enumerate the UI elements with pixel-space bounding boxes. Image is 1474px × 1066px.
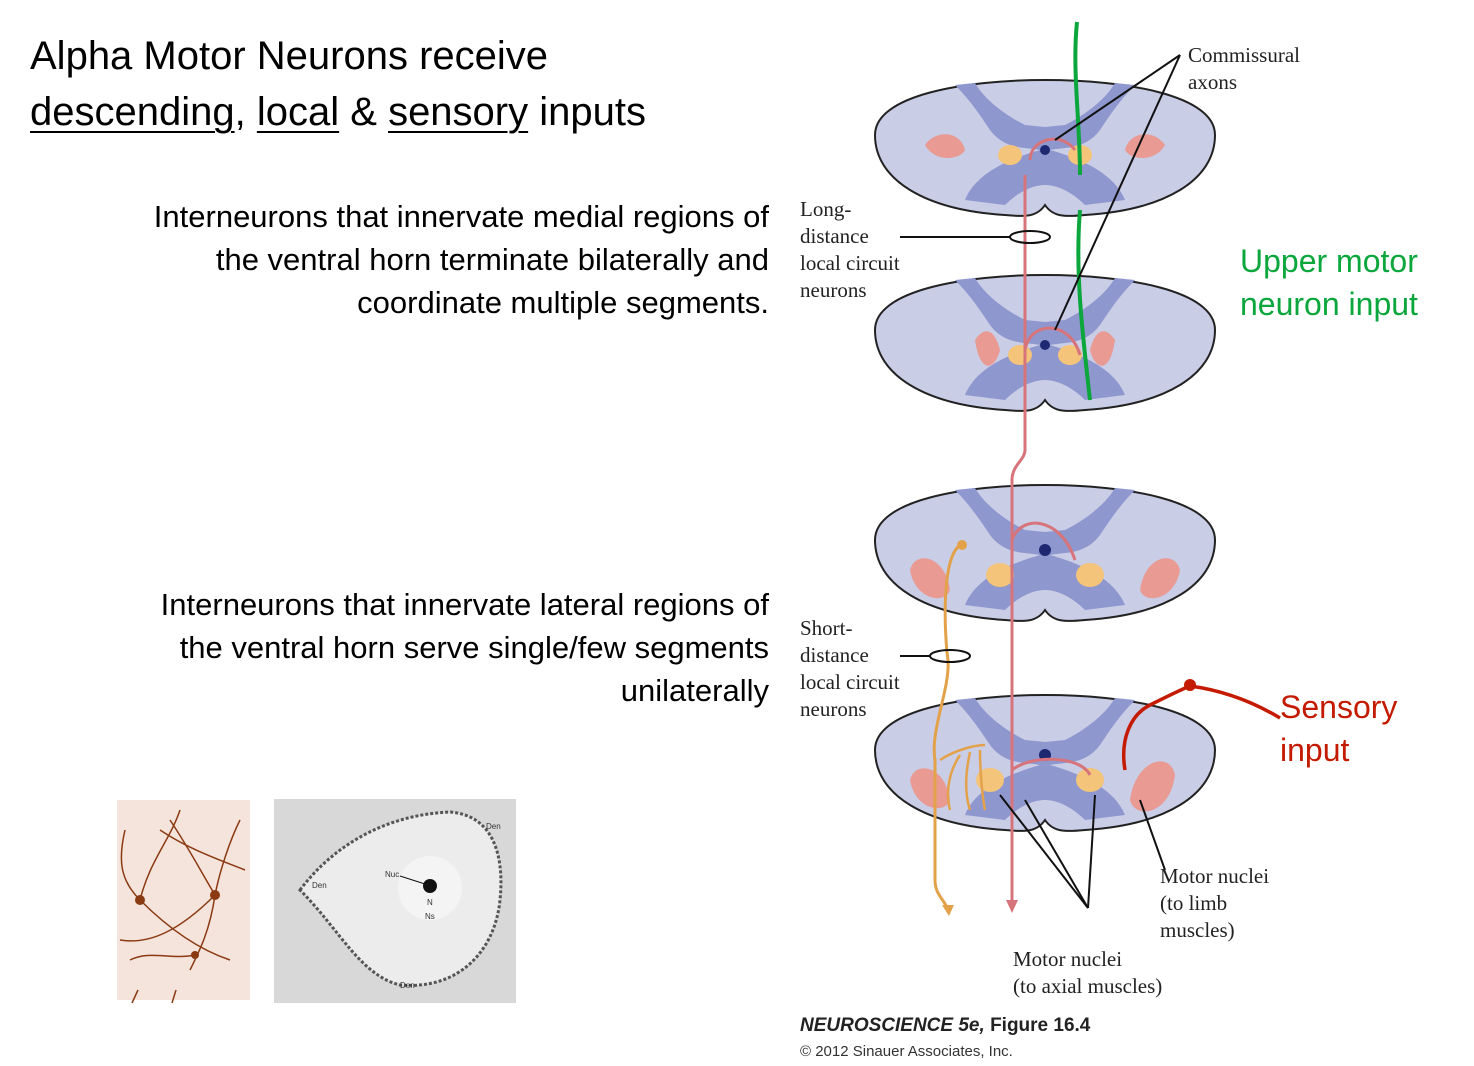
slide-title: Alpha Motor Neurons receive descending, … [30,28,646,140]
label-short-line-2: distance [800,643,869,667]
micrograph-label-den-top: Den [486,822,501,831]
micrograph-label-den-left: Den [312,881,327,890]
label-long-line-4: neurons [800,278,867,302]
label-limb-line-1: Motor nuclei [1160,864,1270,888]
short-distance-axon [932,543,962,911]
label-sensory-line-2: input [1280,732,1350,768]
label-upper-line-1: Upper motor [1240,243,1418,279]
motor-nucleus-limb-left-1 [925,134,965,159]
medial-line-2: the ventral horn terminate bilaterally a… [215,242,769,277]
medial-line-3: coordinate multiple segments. [357,285,769,320]
long-distance-axon [1010,175,1027,905]
title-word-sensory: sensory [388,90,529,134]
sensory-ganglion-cell [1184,679,1196,691]
motor-nucleus-limb-left-2 [975,331,1000,366]
label-commissural-line-2: axons [1188,70,1237,94]
label-long-line-3: local circuit [800,251,900,275]
label-short-line-4: neurons [800,697,867,721]
axial-nucleus-left-3 [986,563,1014,587]
cord-section-3 [874,484,1216,622]
micrograph-label-n: N [427,898,433,907]
label-commissural-axons: Commissural axons [1188,42,1300,96]
label-sensory-input: Sensory input [1280,686,1397,772]
label-motor-nuclei-limb: Motor nuclei (to limb muscles) [1160,863,1269,944]
motor-nucleus-limb-right-2 [1090,331,1115,366]
label-commissural-line-1: Commissural [1188,43,1301,67]
lateral-line-3: unilaterally [620,673,769,708]
lateral-line-1: Interneurons that innervate lateral regi… [160,587,769,622]
label-upper-line-2: neuron input [1240,286,1418,322]
cord-section-2 [874,274,1216,412]
label-motor-nuclei-axial: Motor nuclei (to axial muscles) [1013,946,1162,1000]
label-upper-motor-neuron-input: Upper motor neuron input [1240,240,1418,326]
label-axial-line-2: (to axial muscles) [1013,974,1163,998]
title-comma: , [234,90,246,134]
leader-lines [900,54,1181,909]
upper-motor-input-line-1 [1073,21,1082,176]
cord-section-1 [874,79,1216,217]
title-line-2: descending, local & sensory inputs [30,84,646,140]
title-word-descending: descending [30,90,235,134]
label-long-distance: Long- distance local circuit neurons [800,196,900,304]
label-limb-line-2: (to limb [1160,891,1228,915]
label-long-line-1: Long- [800,197,852,221]
micrograph-label-nuc: Nuc [385,870,400,879]
motor-nucleus-limb-left-4 [910,768,950,809]
figure-credit: NEUROSCIENCE 5e, Figure 16.4 [800,1015,1090,1037]
label-axial-line-1: Motor nuclei [1013,947,1123,971]
axial-nucleus-left-1 [998,145,1022,165]
axial-nucleus-right-2 [1058,345,1082,365]
label-sensory-line-1: Sensory [1280,689,1398,725]
copyright-text: © 2012 Sinauer Associates, Inc. [800,1043,1013,1060]
label-short-line-1: Short- [800,616,853,640]
micrograph [274,799,516,1003]
short-axon-soma [957,540,967,550]
title-word-local: local [256,90,340,134]
title-line-1: Alpha Motor Neurons receive [30,34,549,78]
title-word-inputs: inputs [539,90,646,134]
upper-motor-input-line-2 [1076,209,1092,401]
long-axon-branch-4 [1011,757,1092,776]
motor-nucleus-limb-right-4 [1130,761,1175,812]
micrograph-label-den-bottom: Den [400,981,415,990]
micrograph-label-ns: Ns [425,912,435,921]
sensory-input-fiber [1122,684,1281,771]
axial-nucleus-left-4 [976,768,1004,792]
medial-line-1: Interneurons that innervate medial regio… [153,199,769,234]
label-short-distance: Short- distance local circuit neurons [800,615,900,723]
cord-section-4 [874,694,1216,832]
motor-nucleus-limb-left-3 [910,558,950,599]
label-short-line-3: local circuit [800,670,900,694]
long-axon-arrowhead [1006,900,1018,913]
credit-figure: Figure 16.4 [990,1015,1091,1036]
axial-nucleus-left-2 [1008,345,1032,365]
short-axon-arrowhead [942,905,954,916]
title-ampersand: & [350,90,377,134]
short-axon-terminals [939,743,987,811]
lateral-interneurons-text: Interneurons that innervate lateral regi… [49,583,769,712]
lateral-line-2: the ventral horn serve single/few segmen… [179,630,769,665]
label-long-line-2: distance [800,224,869,248]
label-limb-line-3: muscles) [1160,918,1235,942]
long-axon-branch-2 [1023,326,1082,356]
medial-interneurons-text: Interneurons that innervate medial regio… [49,195,769,324]
axial-nucleus-right-3 [1076,563,1104,587]
long-axon-branch-1 [1028,137,1077,161]
neuron-drawing [117,800,250,1004]
axial-nucleus-right-4 [1076,768,1104,792]
long-axon-branch-3 [1010,521,1077,561]
credit-book: NEUROSCIENCE 5e, [800,1015,985,1036]
motor-nucleus-limb-right-3 [1140,558,1180,599]
